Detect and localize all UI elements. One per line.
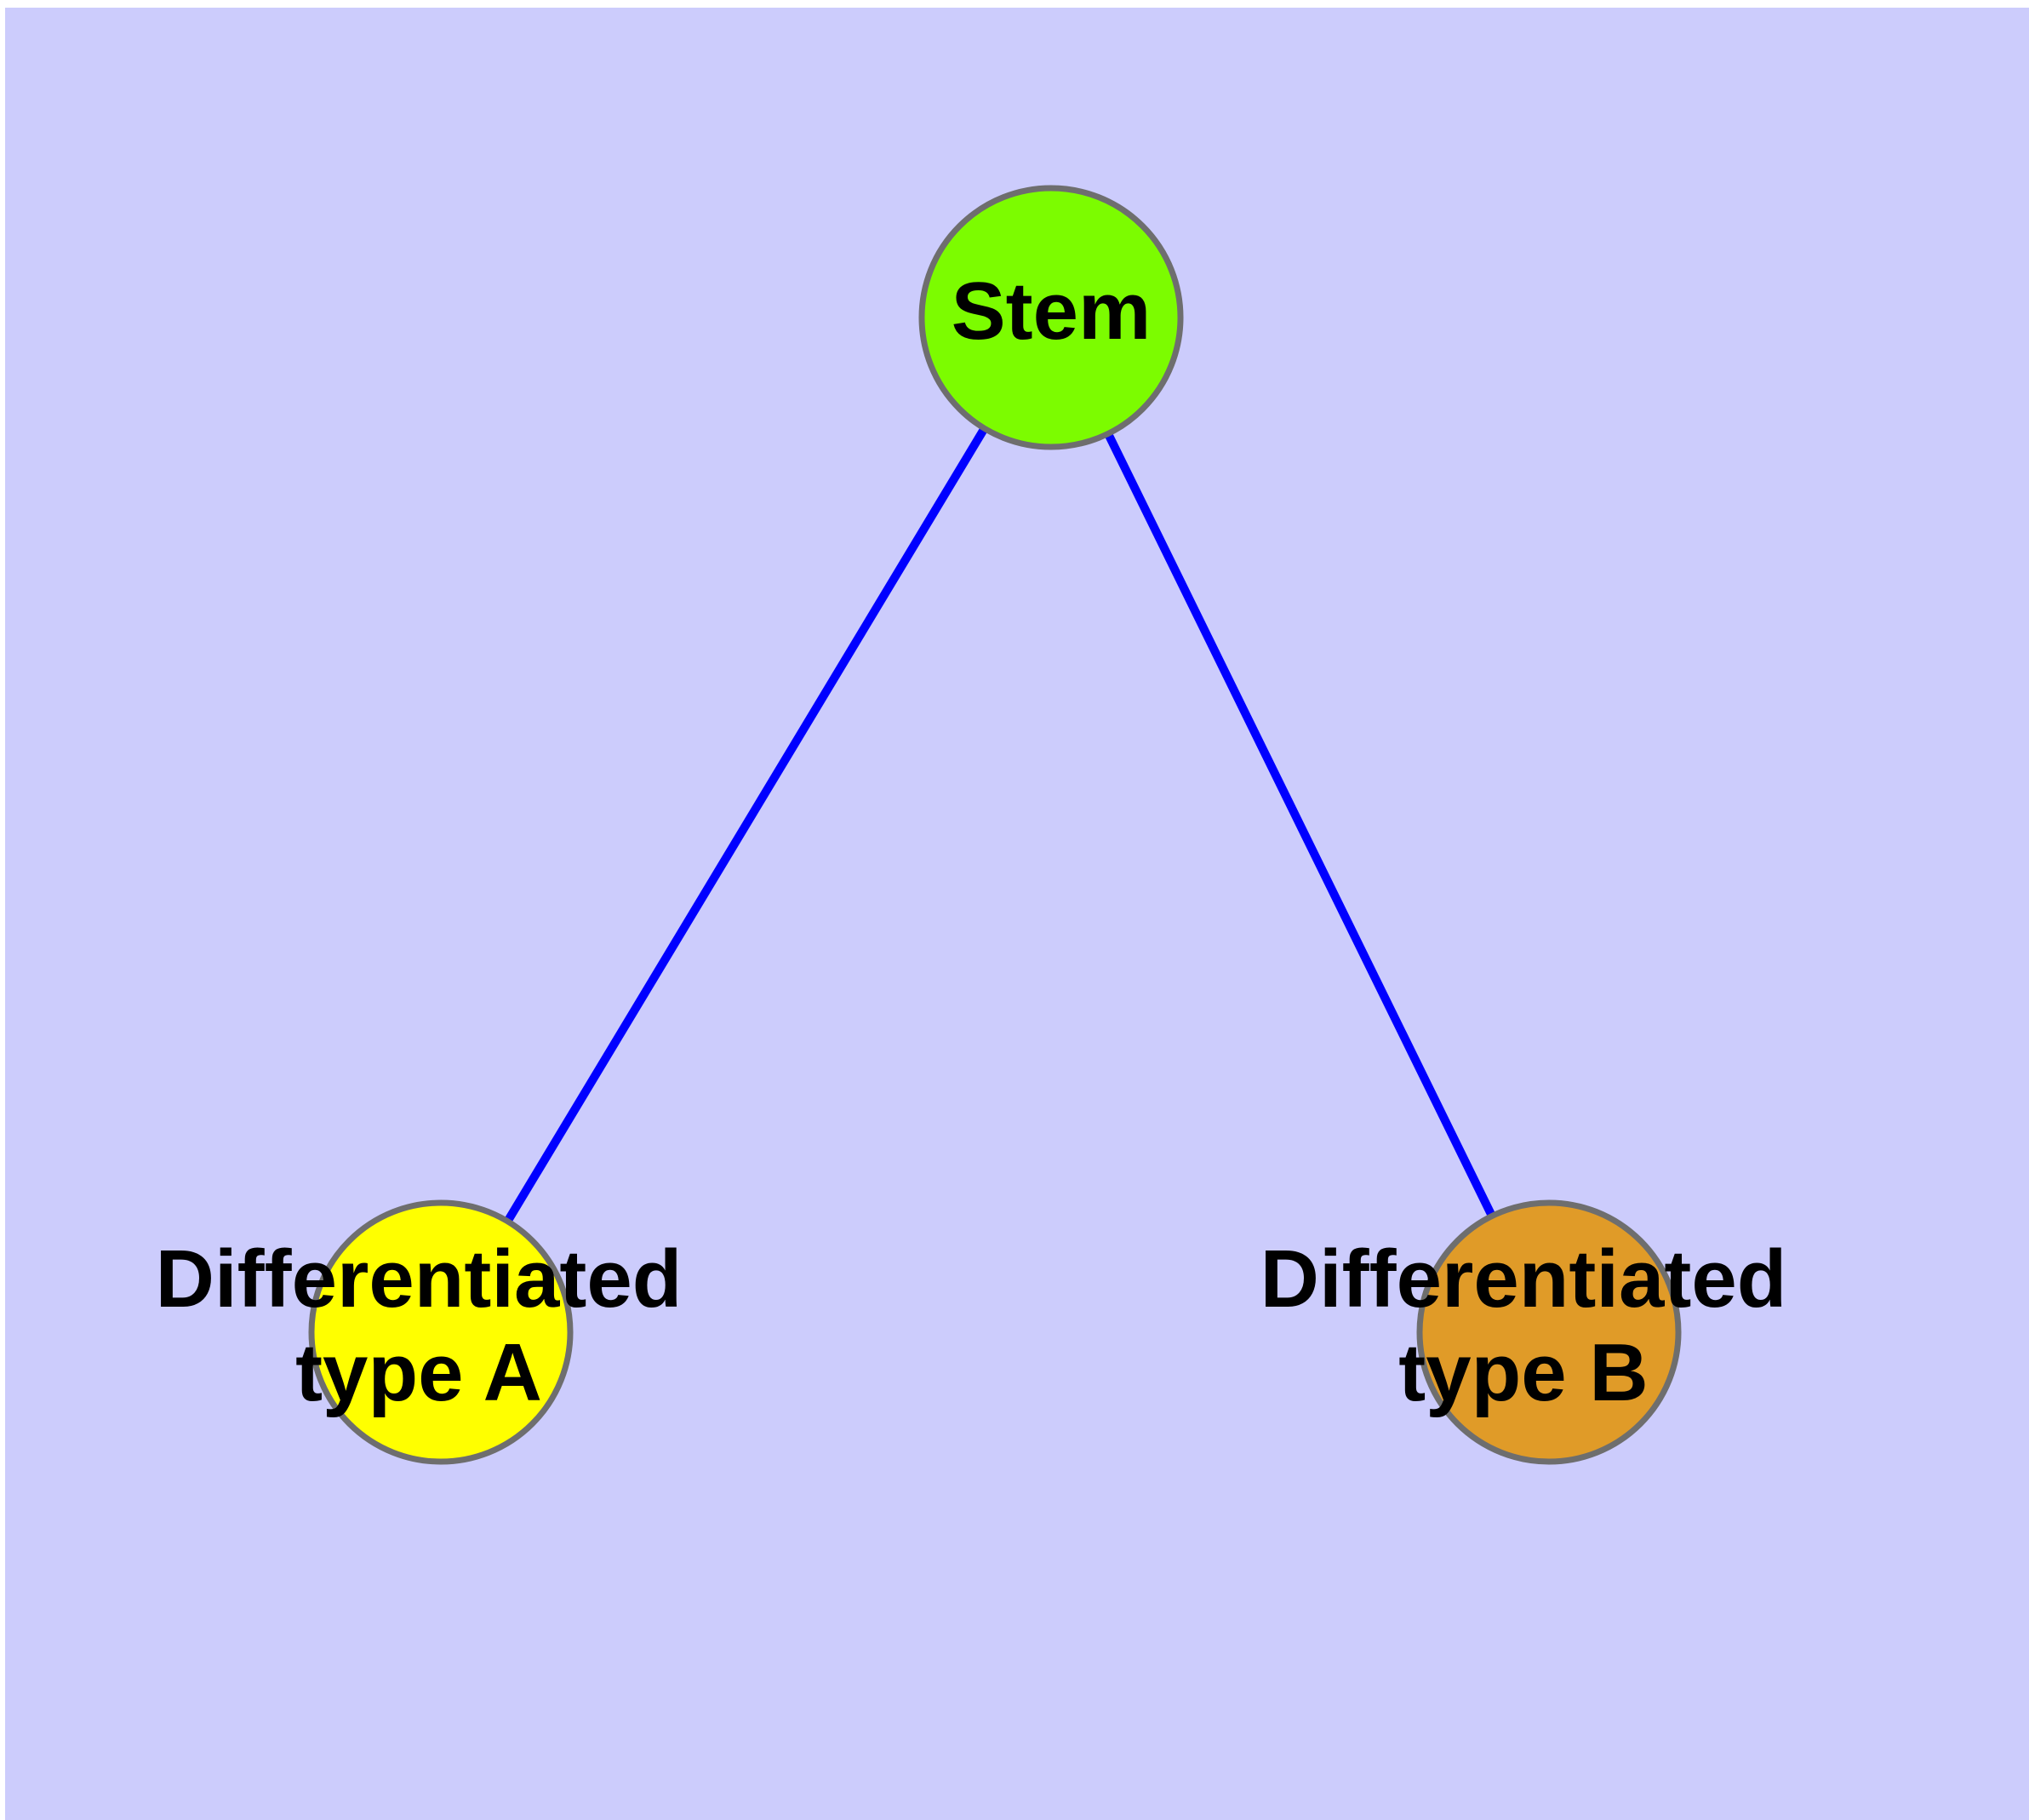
- graph-edge-stem-to-diff-b: [1100, 422, 1500, 1228]
- graph-node-stem[interactable]: [918, 185, 1184, 450]
- graph-node-diff_b[interactable]: [1416, 1199, 1682, 1465]
- graph-edge-stem-to-diff-a: [498, 417, 994, 1233]
- nodes-layer: [308, 185, 1682, 1465]
- graph-node-label-line: Stem: [952, 266, 1152, 357]
- graph-node-label-stem: Stem: [952, 266, 1152, 357]
- edges-layer: [498, 417, 1500, 1233]
- graph-node-label-line: Differentiated: [1260, 1233, 1787, 1325]
- graph-node-diff_a[interactable]: [308, 1199, 574, 1465]
- graph-node-label-line: type B: [1398, 1327, 1648, 1418]
- graph-node-label-line: Differentiated: [156, 1233, 683, 1325]
- graph-node-label-line: type A: [295, 1327, 542, 1418]
